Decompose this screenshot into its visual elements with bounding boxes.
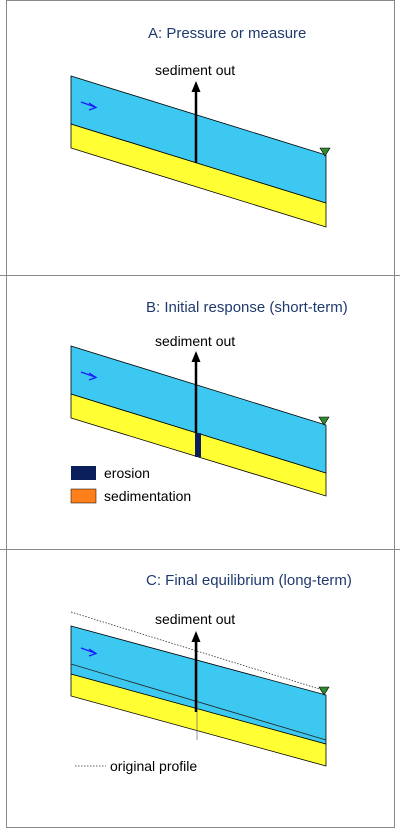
sediment-out-arrow-icon (191, 351, 201, 433)
erosion-patch (195, 433, 201, 457)
water-layer (70, 345, 327, 474)
panel-b-title: B: Initial response (short-term) (146, 299, 348, 316)
sediment-out-arrow-icon (191, 631, 201, 712)
flow-direction-icon (80, 647, 98, 657)
water-level-marker-icon (319, 147, 331, 157)
flow-direction-icon (80, 101, 98, 111)
water-layer (70, 625, 327, 745)
legend-sedimentation-label: sedimentation (104, 488, 191, 504)
sediment-out-arrow-icon (191, 81, 201, 163)
water-level-marker-icon (318, 416, 330, 426)
sediment-out-label: sediment out (155, 611, 235, 627)
sediment-out-label: sediment out (155, 333, 235, 349)
panel-b: B: Initial response (short-term) sedimen… (70, 299, 348, 504)
water-level-marker-icon (318, 686, 330, 696)
legend-erosion-swatch (71, 466, 96, 480)
legend-erosion-label: erosion (104, 465, 150, 481)
legend-original-profile-label: original profile (110, 758, 197, 774)
original-profile-surface (70, 611, 327, 692)
original-profile-bed (70, 663, 327, 741)
panel-c: C: Final equilibrium (long-term) sedimen… (70, 572, 352, 774)
sediment-out-label: sediment out (155, 62, 235, 78)
flow-direction-icon (80, 371, 98, 381)
panel-c-title: C: Final equilibrium (long-term) (146, 572, 352, 589)
water-layer (70, 75, 327, 204)
legend-sedimentation-swatch (70, 488, 97, 504)
panel-a: A: Pressure or measure sediment out (70, 25, 331, 228)
panel-a-title: A: Pressure or measure (148, 25, 306, 42)
